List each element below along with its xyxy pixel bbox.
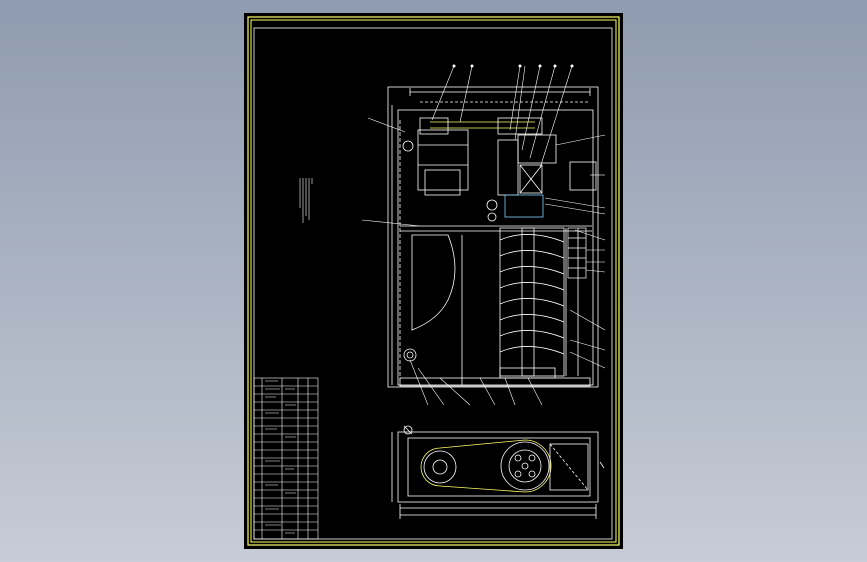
housing-outline bbox=[387, 86, 599, 388]
base-frame bbox=[399, 377, 591, 387]
front-view bbox=[387, 86, 599, 388]
sheet-inner-frame bbox=[250, 19, 617, 543]
left-hopper bbox=[411, 234, 456, 331]
drawing-sheet bbox=[244, 13, 623, 549]
motor-pulley bbox=[402, 140, 414, 152]
plan-housing bbox=[397, 431, 599, 503]
plan-belt bbox=[420, 439, 552, 493]
screw-flights bbox=[499, 234, 565, 355]
leader-lines-right bbox=[544, 134, 606, 369]
technical-notes bbox=[299, 178, 313, 223]
sheet-drawing-frame bbox=[253, 27, 613, 540]
motor-body bbox=[417, 129, 469, 191]
leader-lines-bottom bbox=[361, 117, 543, 406]
side-element-column bbox=[567, 227, 587, 279]
leader-lines-top bbox=[431, 64, 574, 169]
lower-roller bbox=[403, 348, 417, 362]
sheet-outer-frame bbox=[247, 16, 620, 546]
plan-driven-pulley bbox=[500, 441, 550, 491]
title-block bbox=[253, 377, 319, 540]
bearing-left bbox=[486, 199, 498, 211]
housing-inner-wall bbox=[397, 109, 594, 386]
parts-list-text bbox=[265, 380, 296, 534]
plan-view bbox=[391, 425, 605, 519]
plan-motor-pulley bbox=[423, 450, 457, 484]
